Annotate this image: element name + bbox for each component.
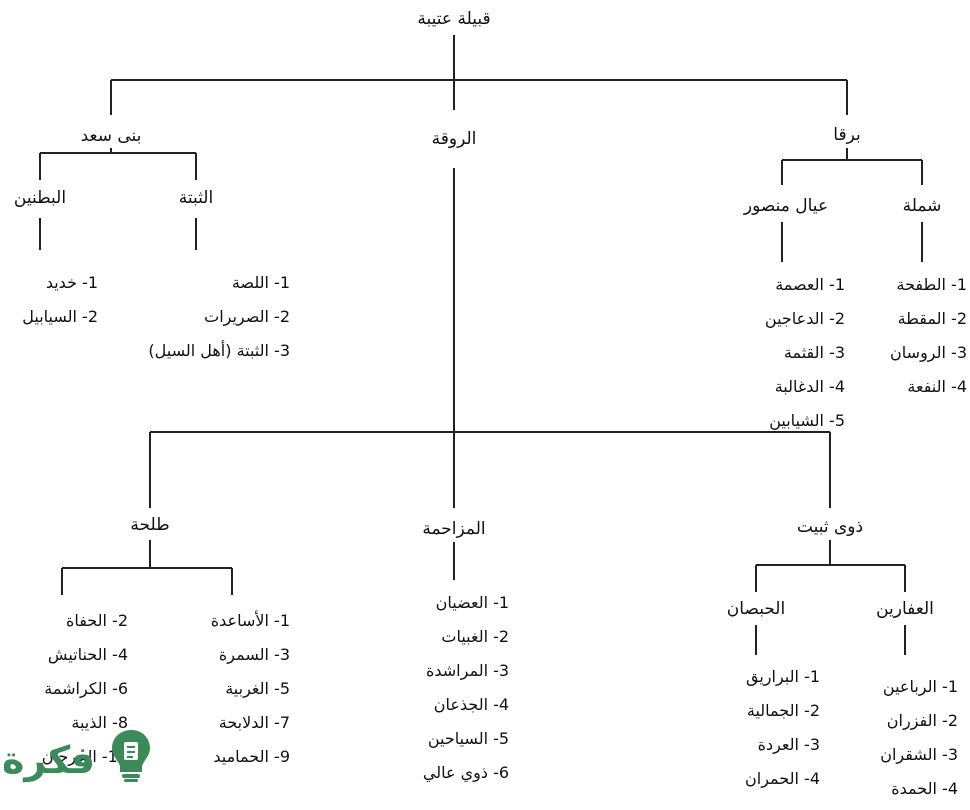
list-mazahma: 1- العضيان 2- الغبيات 3- المراشدة 4- الج…	[423, 590, 509, 794]
list-item: 3- الروسان	[890, 343, 967, 362]
list-item: 9- الحماميد	[213, 747, 290, 766]
list-item: 1- اللصة	[231, 273, 290, 292]
tree-connectors	[39, 35, 923, 655]
list-item: 2- الصريرات	[204, 307, 290, 326]
list-item: 2- الجمالية	[746, 701, 820, 720]
list-item: 2- الحفاة	[65, 611, 128, 630]
list-item: 1- الطفحة	[896, 275, 968, 294]
list-item: 1- خديد	[45, 273, 98, 292]
list-item: 3- الثبتة (أهل السيل)	[148, 341, 290, 360]
list-hubsan: 1- البراريق 2- الجمالية 3- العردة 4- الح…	[745, 664, 820, 800]
list-item: 7- الدلابحة	[218, 713, 290, 732]
list-item: 1- الرباعين	[882, 677, 958, 696]
list-item: 4- الجذعان	[433, 695, 510, 714]
list-item: 4- الحمدة	[891, 779, 958, 798]
list-item: 3- العردة	[757, 735, 820, 754]
list-item: 6- الكراشمة	[44, 679, 128, 698]
list-batnain: 1- خديد 2- السيابيل	[22, 270, 98, 338]
list-item: 3- القثمة	[783, 343, 845, 362]
list-item: 5- الشيابين	[769, 411, 845, 430]
node-batnain: البطنين	[13, 188, 67, 208]
watermark-text: فكرة	[2, 738, 96, 782]
list-item: 4- الدغالبة	[774, 377, 845, 396]
node-afareen: العفارين	[876, 599, 934, 619]
list-item: 1- العضيان	[435, 593, 510, 612]
list-item: 4- الحناتيش	[47, 645, 128, 664]
list-talha-right: 1- الأساعدة 3- السمرة 5- الغربية 7- الدل…	[211, 608, 290, 778]
node-shamla: شملة	[902, 196, 942, 216]
node-barqa: برقا	[833, 125, 861, 145]
list-item: 6- ذوي عالي	[422, 763, 510, 782]
list-item: 2- السيابيل	[22, 307, 98, 326]
watermark-logo: فكرة	[0, 726, 160, 788]
list-item: 5- الغربية	[225, 679, 290, 698]
node-mazahma: المزاحمة	[422, 519, 486, 539]
list-ayal-mansour: 1- العصمة 2- الدعاجين 3- القثمة 4- الدغا…	[765, 272, 845, 442]
list-item: 1- الأساعدة	[210, 611, 290, 630]
list-item: 1- البراريق	[746, 667, 820, 686]
list-talha-left: 2- الحفاة 4- الحناتيش 6- الكراشمة 8- الذ…	[42, 608, 128, 778]
list-item: 3- المراشدة	[425, 661, 510, 680]
list-thubta: 1- اللصة 2- الصريرات 3- الثبتة (أهل السي…	[148, 270, 290, 372]
list-item: 2- الدعاجين	[764, 309, 845, 328]
list-shamla: 1- الطفحة 2- المقطة 3- الروسان 4- النفعة	[890, 272, 967, 408]
list-item: 2- الغبيات	[441, 627, 510, 646]
node-talha: طلحة	[130, 515, 170, 535]
list-afareen: 1- الرباعين 2- الفزران 3- الشقران 4- الح…	[880, 674, 958, 810]
node-hubsan: الحبصان	[726, 599, 786, 619]
list-item: 4- النفعة	[907, 377, 967, 396]
list-item: 5- السياحين	[427, 729, 510, 748]
list-item: 3- السمرة	[218, 645, 290, 664]
node-ayal-mansour: عيال منصور	[743, 196, 829, 216]
list-item: 2- الفزران	[886, 711, 958, 730]
node-rouqa: الروقة	[431, 129, 477, 149]
list-item: 2- المقطة	[897, 309, 967, 328]
node-bani-saad: بنى سعد	[80, 126, 142, 146]
node-thawi-thubait: ذوى ثبيت	[796, 517, 864, 537]
list-item: 1- العصمة	[775, 275, 845, 294]
list-item: 4- الحمران	[745, 769, 820, 788]
list-item: 8- الذيبة	[71, 713, 128, 732]
list-item: 3- الشقران	[880, 745, 958, 764]
node-thubta: الثبتة	[178, 188, 214, 208]
lightbulb-icon	[112, 730, 150, 782]
node-root: قبيلة عتيبة	[417, 9, 491, 29]
